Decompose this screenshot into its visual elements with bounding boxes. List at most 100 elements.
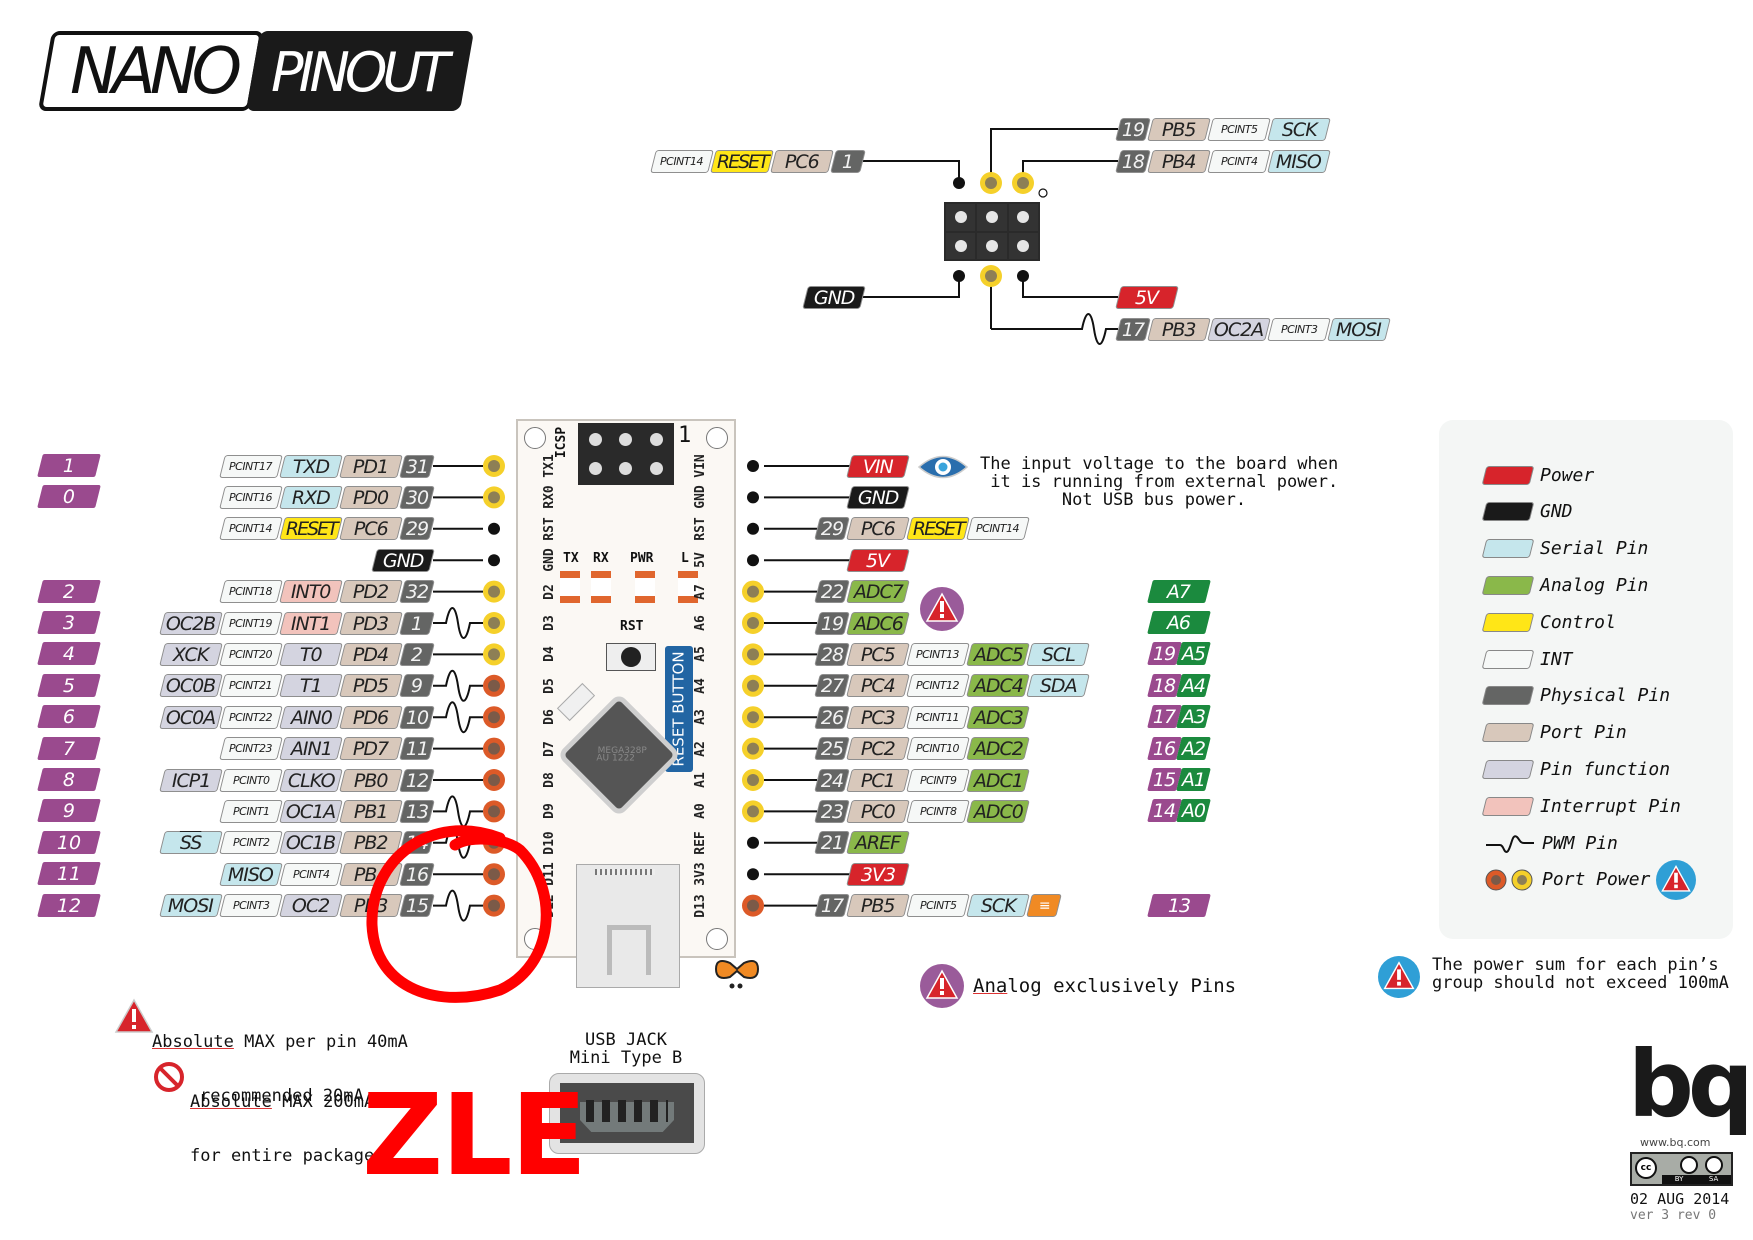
board-icsp-pin1-label: 1 xyxy=(678,423,692,448)
abs-max-pkg-line2: for entire package xyxy=(190,1146,375,1166)
pin-label-func: T1 xyxy=(279,674,343,698)
board-pin-label-left: D4 xyxy=(542,646,557,663)
reset-button-callout-text: RESET BUTTON xyxy=(670,651,689,767)
arduino-pin-number: 9 xyxy=(37,799,101,823)
pin-label-port: PD1 xyxy=(339,454,403,478)
legend-swatch xyxy=(1481,502,1535,522)
pwm-wave-icon xyxy=(1486,835,1534,853)
pin-label-func: AIN0 xyxy=(279,705,343,729)
pin-label-text: PD1 xyxy=(353,455,389,477)
legend-item-pwm: PWM Pin xyxy=(1484,831,1618,855)
pin-label-text: PD7 xyxy=(353,737,389,760)
analog-pin-label-green: A3 xyxy=(1176,705,1211,729)
legend-label: Physical Pin xyxy=(1540,685,1671,707)
pin-label-text: PCINT16 xyxy=(229,490,273,504)
pin-label-serial: SCK xyxy=(1267,117,1331,141)
pin-label-text: 23 xyxy=(820,800,844,823)
pin-label-text: 1 xyxy=(842,150,854,172)
pin-label-text: 30 xyxy=(405,486,429,509)
reset-button[interactable] xyxy=(606,643,656,671)
pin-label-phys: 30 xyxy=(399,485,435,509)
pin-label-serial: TXD xyxy=(279,454,343,478)
pin-label-text: AIN1 xyxy=(290,737,332,760)
pin-dot xyxy=(747,836,759,849)
pin-label-text: SCL xyxy=(1041,643,1075,666)
legend-item-analog: Analog Pin xyxy=(1481,573,1648,597)
pin-hole xyxy=(1017,177,1029,189)
pin-label-port: PB5 xyxy=(1147,117,1211,141)
eye-icon xyxy=(917,455,969,479)
pin-hole xyxy=(747,805,759,818)
pin-label-func: XCK xyxy=(159,642,223,666)
pin-label-int: PCINT1 xyxy=(219,799,283,823)
pin-label-port: PC3 xyxy=(846,705,910,729)
pin-label-port: PC4 xyxy=(846,674,910,698)
usb-jack-line1: USB JACK xyxy=(585,1030,667,1050)
pin-label-text: RESET xyxy=(912,517,964,540)
pin-label-text: OC0A xyxy=(166,706,216,729)
pin-label-text: 19 xyxy=(1121,118,1145,140)
pin-label-text: PCINT19 xyxy=(229,616,273,630)
pin-label-text: PCINT5 xyxy=(919,899,957,913)
nano-board: ICSP 1 TX RX PWR L RST RESET BUTTON MEGA… xyxy=(516,419,736,988)
arduino-pin-number: 8 xyxy=(37,768,101,791)
pin-label-text: ADC4 xyxy=(973,674,1023,697)
pin-label-port: PB0 xyxy=(339,768,403,792)
legend-label: GND xyxy=(1540,501,1573,523)
pin-label-phys: 13 xyxy=(399,799,435,823)
pin-label-analog: ADC1 xyxy=(966,768,1030,792)
pin-label-text: PCINT10 xyxy=(916,742,960,756)
arduino-pin-number: 1 xyxy=(37,454,101,477)
legend-item-irq: Interrupt Pin xyxy=(1481,794,1681,818)
legend-label: Port Pin xyxy=(1540,722,1627,744)
pin-label-port: PB5 xyxy=(846,894,910,918)
wire xyxy=(863,276,960,298)
pin-label-text: PC3 xyxy=(861,706,895,729)
pin-label-text: 2 xyxy=(411,643,423,666)
pin-label-text: PC6 xyxy=(785,150,819,172)
pin-label-text: INT1 xyxy=(291,612,331,634)
pin-label-spacer xyxy=(814,455,850,478)
pin-label-text: 31 xyxy=(405,455,429,477)
pwm-wave-icon xyxy=(433,889,483,922)
pin-label-serial: SCL xyxy=(1026,642,1090,666)
legend-item-portpower: Port Power xyxy=(1484,859,1697,900)
pin-label-func: OC0A xyxy=(159,705,223,729)
pin-label-int: PCINT12 xyxy=(906,674,970,698)
pin-label-text: 22 xyxy=(820,580,844,603)
board-pin-label-left: RX0 xyxy=(542,485,557,510)
power-sum-note: The power sum for each pin’s group shoul… xyxy=(1432,955,1729,993)
warning-icon xyxy=(1656,859,1697,900)
pin-label-text: PC0 xyxy=(861,800,895,823)
pin-label-port: PD6 xyxy=(339,705,403,729)
pin-label-text: 16 xyxy=(405,863,429,886)
mount-hole xyxy=(706,427,728,449)
pin-label-irq: INT1 xyxy=(279,611,343,635)
arduino-pin-number: 11 xyxy=(37,862,101,886)
pin-label-analog: ADC7 xyxy=(846,580,910,604)
legend-label: PWM Pin xyxy=(1542,832,1618,854)
pin-label-text: 9 xyxy=(411,674,423,697)
pin-hole xyxy=(488,711,500,724)
pin-hole xyxy=(747,679,759,692)
rst-label: RST xyxy=(620,619,644,634)
pin-label-text: 26 xyxy=(820,706,844,729)
board-pin-label-left: D10 xyxy=(542,831,557,855)
pin-label-text: PCINT22 xyxy=(229,710,273,724)
icsp-row-5v: 5V xyxy=(1115,285,1179,309)
legend-item-func: Pin function xyxy=(1481,757,1670,781)
wire xyxy=(1022,160,1118,183)
pin-label-phys: 18 xyxy=(1115,149,1151,173)
pin-label-text: XCK xyxy=(173,643,209,666)
abs-max-pin-line2: recommended 20mA xyxy=(200,1086,364,1106)
pin-hole xyxy=(747,648,759,661)
pin-label-port: PD4 xyxy=(339,642,403,666)
pin-label-text: PD2 xyxy=(353,580,389,603)
pin-hole xyxy=(488,648,500,661)
